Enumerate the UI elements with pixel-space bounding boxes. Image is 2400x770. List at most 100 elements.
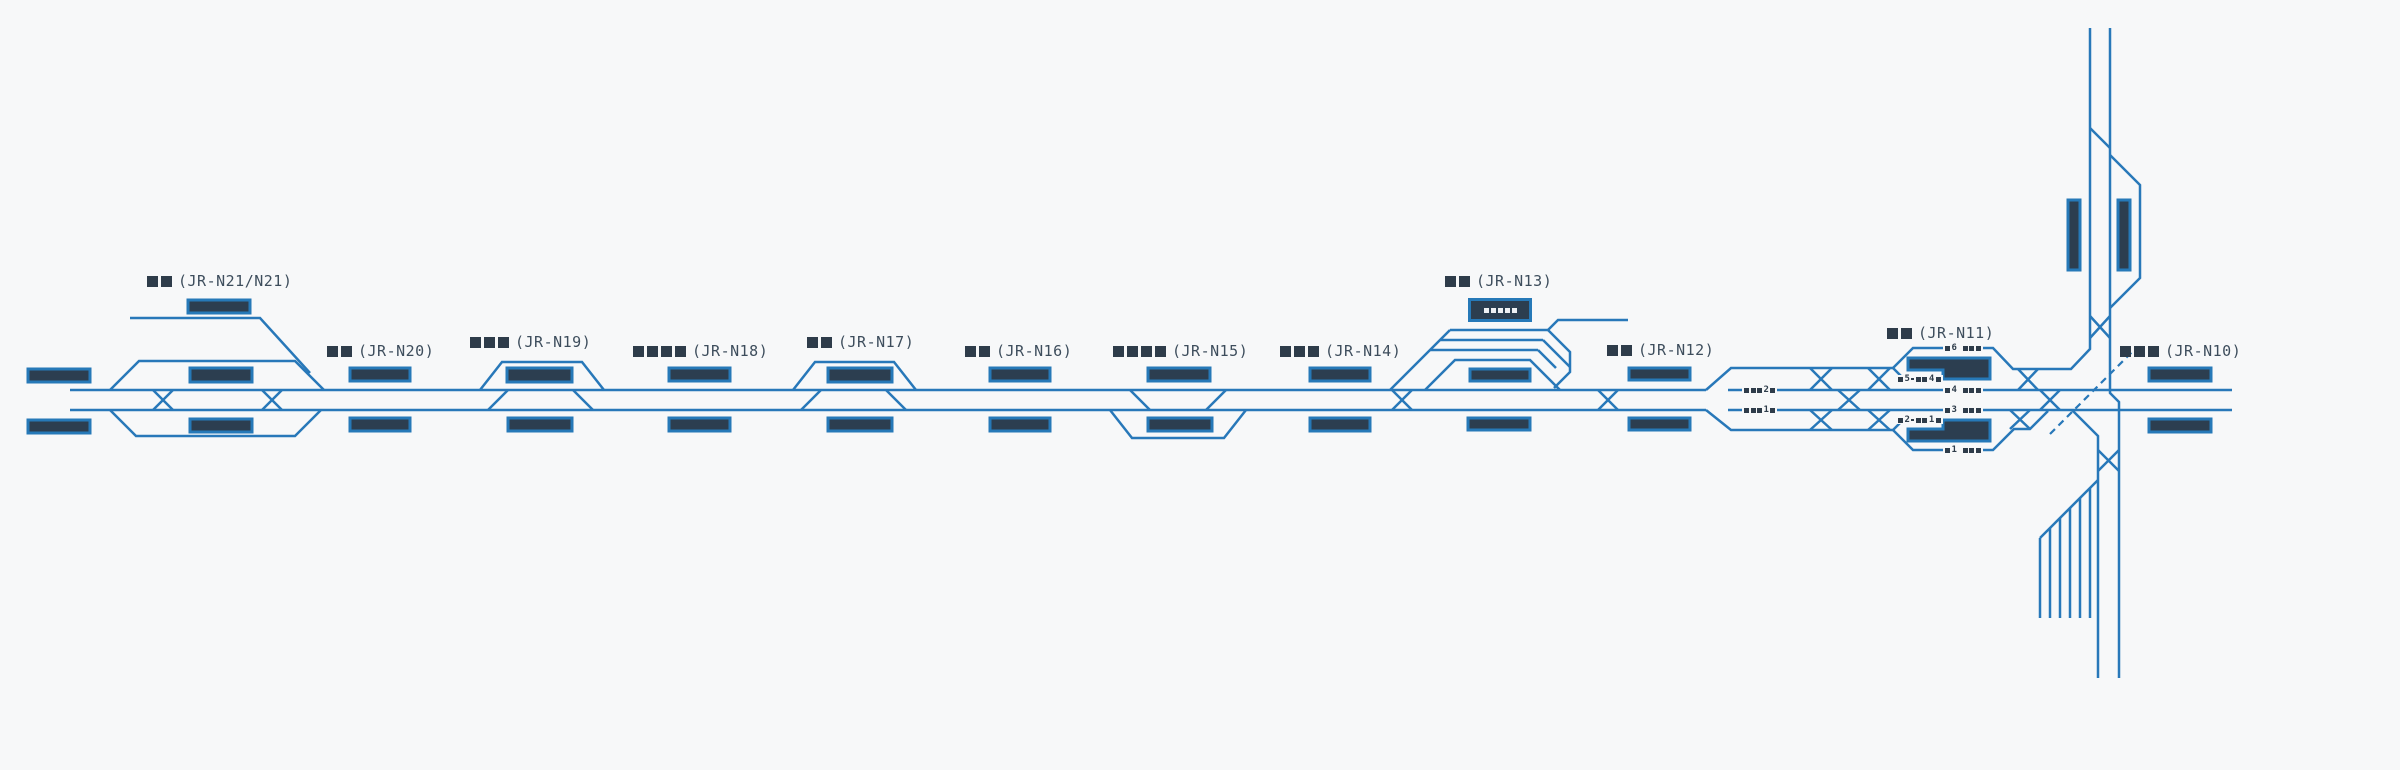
station-code: (JR-N15): [1172, 342, 1249, 360]
platform: [2147, 366, 2213, 383]
missing-glyph-box: [1770, 387, 1776, 393]
station-name-boxes: [327, 345, 352, 357]
missing-glyph-box: [1155, 345, 1166, 357]
station-code: (JR-N12): [1638, 341, 1715, 359]
platform: [505, 366, 574, 384]
station-name-boxes: [147, 275, 172, 287]
missing-glyph-box: [1969, 387, 1975, 393]
missing-glyph-box: [147, 275, 158, 287]
missing-glyph-box: [1504, 307, 1510, 313]
track-number-label-track-3: 3: [1943, 405, 1983, 415]
station-name-boxes: [2120, 345, 2159, 357]
platform: [2066, 198, 2082, 272]
missing-glyph-box: [484, 336, 495, 348]
station-label-jr-n11: (JR-N11): [1887, 324, 1994, 342]
missing-glyph-box: [1750, 407, 1756, 413]
missing-glyph-box: [979, 345, 990, 357]
missing-glyph-box: [1770, 407, 1776, 413]
platform: [188, 417, 254, 434]
platform: [1146, 416, 1214, 433]
track-number-digit: 2: [1763, 385, 1769, 395]
track-number-digit: 3: [1951, 405, 1957, 415]
track-number-label-track-6: 6: [1943, 343, 1983, 353]
missing-glyph-box: [1898, 376, 1903, 382]
missing-glyph-box: [1962, 345, 1968, 351]
platform: [1466, 416, 1532, 432]
track-number-label-approach-line-2: 2: [1742, 385, 1778, 395]
platform: [1627, 366, 1692, 382]
platform: [506, 416, 574, 433]
track-number-digit: 1: [1763, 405, 1769, 415]
track-number-digit: 4: [1928, 374, 1935, 384]
platform: [26, 367, 92, 384]
spacer: [1958, 450, 1961, 451]
station-jr-n13-tracks: [1389, 318, 1628, 411]
station-name-boxes: [1113, 345, 1166, 357]
platform: [348, 416, 412, 433]
station-code: (JR-N14): [1325, 342, 1402, 360]
platform: [1146, 366, 1212, 383]
platform: [1906, 418, 1992, 443]
branch-junction: [2049, 28, 2142, 678]
track-number-label-approach-line-1: 1: [1742, 405, 1778, 415]
platform: [1308, 366, 1372, 383]
missing-glyph-box: [1445, 275, 1456, 287]
missing-glyph-box: [1935, 417, 1941, 423]
missing-glyph-box: [1459, 275, 1470, 287]
missing-glyph-box: [1915, 376, 1921, 382]
track-number-digit: 6: [1951, 343, 1957, 353]
station-label-jr-n10: (JR-N10): [2120, 342, 2241, 360]
station-code: (JR-N16): [996, 342, 1073, 360]
missing-glyph-box: [161, 275, 172, 287]
spacer: [1958, 348, 1961, 349]
station-name-boxes: [470, 336, 509, 348]
missing-glyph-box: [1483, 307, 1489, 313]
missing-glyph-box: [807, 336, 818, 348]
station-code: (JR-N20): [358, 342, 435, 360]
missing-glyph-box: [327, 345, 338, 357]
platform: [988, 416, 1052, 433]
missing-glyph-box: [1922, 376, 1928, 382]
station-name-boxes: [807, 336, 832, 348]
station-code: (JR-N10): [2165, 342, 2242, 360]
missing-glyph-box: [341, 345, 352, 357]
missing-glyph-box: [498, 336, 509, 348]
station-code: (JR-N13): [1476, 272, 1553, 290]
four-track-approach: [1705, 366, 1893, 432]
missing-glyph-box: [1945, 447, 1950, 453]
station-label-jr-n12: (JR-N12): [1607, 341, 1714, 359]
station-label-jr-n15: (JR-N15): [1113, 342, 1248, 360]
platform: [2147, 417, 2213, 434]
missing-glyph-box: [1922, 417, 1928, 423]
missing-glyph-box: [2120, 345, 2131, 357]
station-jr-n17-tracks: [792, 360, 917, 411]
station-jr-n19-tracks: [479, 360, 605, 411]
missing-glyph-box: [1757, 387, 1762, 393]
dash: [1911, 419, 1915, 421]
missing-glyph-box: [1975, 407, 1981, 413]
platform: [188, 366, 254, 384]
station-jr-n15-tracks: [1109, 389, 1247, 440]
platform: [2116, 198, 2132, 272]
missing-glyph-box: [647, 345, 658, 357]
missing-glyph-box: [1898, 417, 1903, 423]
platform: [826, 366, 894, 384]
station-label-jr-n17: (JR-N17): [807, 333, 914, 351]
depot-box: [1468, 298, 1532, 322]
missing-glyph-box: [1607, 344, 1618, 356]
station-label-jr-n20: (JR-N20): [327, 342, 434, 360]
missing-glyph-box: [1962, 447, 1968, 453]
track-number-digit: 1: [1951, 445, 1957, 455]
missing-glyph-box: [965, 345, 976, 357]
missing-glyph-box: [1750, 387, 1756, 393]
track-number-label-track-4: 4: [1943, 386, 1983, 395]
station-name-boxes: [633, 345, 686, 357]
platform: [1308, 416, 1372, 433]
spacer: [1958, 410, 1961, 411]
storage-yard-fan: [2038, 479, 2099, 618]
missing-glyph-box: [1962, 387, 1968, 393]
missing-glyph-box: [1141, 345, 1152, 357]
